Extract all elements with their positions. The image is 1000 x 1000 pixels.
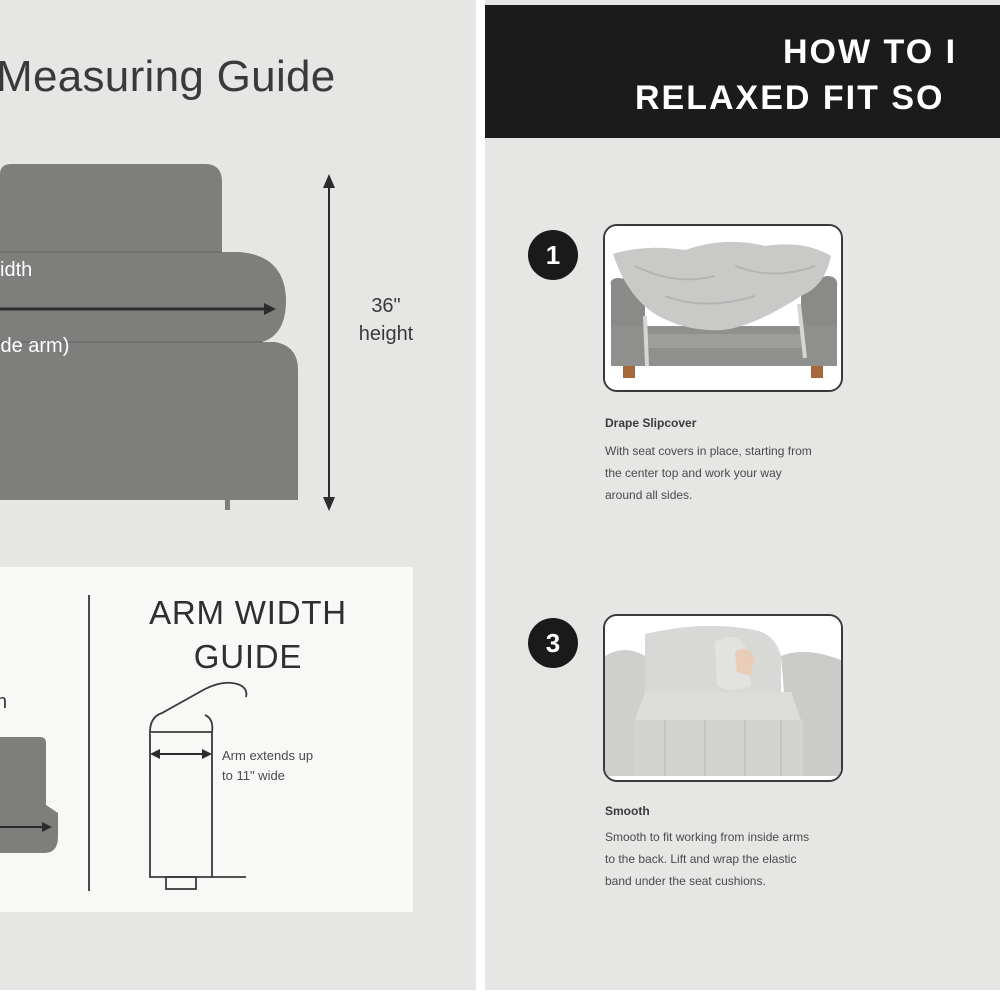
arm-title-line1: ARM WIDTH <box>149 594 347 631</box>
measuring-guide-title: Measuring Guide <box>0 52 336 101</box>
sofa-width-label: idth <box>0 259 33 281</box>
height-label: 36" height <box>340 292 432 348</box>
how-to-banner: HOW TO I RELAXED FIT SO <box>485 5 1000 138</box>
step-1-desc-line: the center top and work your way <box>605 466 782 480</box>
step-1-desc-line: With seat covers in place, starting from <box>605 444 812 458</box>
arm-width-note: Arm extends up to 11" wide <box>222 746 313 786</box>
measuring-guide-panel: Measuring Guide idth ide arm) 36" height… <box>0 0 476 990</box>
step-1-title: Drape Slipcover <box>605 416 697 430</box>
banner-title-line1: HOW TO I <box>783 33 958 71</box>
step-3-description: Smooth to fit working from inside arms t… <box>605 826 935 892</box>
height-text: height <box>358 323 414 345</box>
step-3-desc-line: to the back. Lift and wrap the elastic <box>605 852 797 866</box>
step-3-desc-line: band under the seat cushions. <box>605 874 766 888</box>
how-to-install-panel: HOW TO I RELAXED FIT SO 1 Drape Slipcove… <box>485 0 1000 990</box>
banner-title-line2: RELAXED FIT SO <box>635 79 945 117</box>
sofa-silhouette-illustration <box>0 164 335 511</box>
height-value: 36" <box>371 295 401 317</box>
arm-width-guide-title: ARM WIDTH GUIDE <box>118 591 378 679</box>
step-3-title: Smooth <box>605 804 650 818</box>
left-guide-fragment: n <box>0 691 8 713</box>
arm-title-line2: GUIDE <box>193 638 303 675</box>
arm-note-line1: Arm extends up <box>222 748 314 763</box>
sofa-arm-label: ide arm) <box>0 335 70 357</box>
step-3-photo <box>603 614 843 782</box>
card-divider <box>88 595 90 891</box>
step-3-desc-line: Smooth to fit working from inside arms <box>605 830 810 844</box>
arm-width-guide-card: n ARM WIDTH GUIDE Arm extends up <box>0 567 413 912</box>
step-1-desc-line: around all sides. <box>605 488 693 502</box>
arm-width-illustration <box>0 681 248 890</box>
step-1-description: With seat covers in place, starting from… <box>605 440 935 506</box>
step-1-badge: 1 <box>528 230 578 280</box>
step-3-badge: 3 <box>528 618 578 668</box>
arm-note-line2: to 11" wide <box>222 768 285 783</box>
step-1-photo <box>603 224 843 392</box>
